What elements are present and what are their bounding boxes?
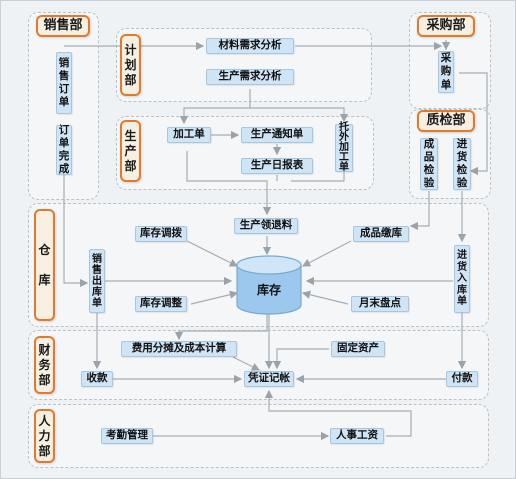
dept-quality: 质检部 — [417, 110, 475, 132]
node-order-complete: 订单完成 — [56, 124, 72, 175]
node-payment: 付款 — [446, 371, 478, 387]
arrow-inv-cost — [174, 313, 268, 341]
node-attendance: 考勤管理 — [101, 428, 153, 444]
node-production-pick-return: 生产领退料 — [234, 218, 298, 234]
node-inventory: 库存 — [256, 283, 281, 297]
node-purchase-order: 采购单 — [438, 51, 454, 93]
node-material-analysis: 材料需求分析 — [206, 38, 294, 54]
node-production-analysis: 生产需求分析 — [206, 69, 294, 85]
node-cost-allocation: 费用分摊及成本计算 — [121, 341, 237, 357]
node-sales-outbound: 销售出库单 — [89, 249, 105, 313]
arrow-outsource-pickreturn — [291, 171, 345, 182]
arrow-prodanalysis-prod — [179, 89, 251, 125]
dept-warehouse: 仓库 — [34, 209, 55, 321]
node-payroll: 人事工资 — [330, 428, 384, 444]
dept-hr: 人力部 — [34, 409, 55, 463]
arrow-prod-pickreturn — [186, 151, 272, 216]
dept-finance: 财务部 — [34, 336, 55, 394]
node-inventory-adjust: 库存调整 — [135, 296, 187, 312]
inventory-cylinder — [236, 255, 302, 315]
arrow-monthend-inv — [301, 290, 349, 305]
node-month-end-count: 月末盘点 — [351, 296, 409, 312]
arrow-fixed-voucher — [272, 348, 329, 370]
arrow-cost-voucher — [232, 356, 261, 371]
arrow-prodanalysis-outsource — [250, 107, 349, 123]
node-processing-order: 加工单 — [167, 127, 211, 143]
node-voucher: 凭证记帐 — [244, 371, 294, 387]
node-production-notice: 生产通知单 — [241, 127, 313, 143]
node-inventory-transfer: 库存调拨 — [135, 226, 187, 242]
node-outsourcing-order: 托外加工单 — [335, 123, 353, 173]
node-incoming-inspection: 进货检验 — [453, 138, 471, 190]
arrow-po-incoming — [459, 72, 488, 176]
arrow-inspect-fgr — [409, 191, 430, 231]
arrow-ordercomplete-outbound — [63, 151, 89, 288]
node-finished-goods-receipt: 成品缴库 — [353, 226, 409, 242]
node-receipt: 收款 — [81, 371, 113, 387]
arrow-fgr-inv — [301, 240, 352, 267]
arrow-transfer-inv — [186, 240, 239, 267]
dept-sales: 销售部 — [36, 15, 90, 37]
node-sales-order: 销售订单 — [56, 52, 72, 114]
node-fixed-assets: 固定资产 — [331, 341, 385, 357]
node-product-inspection: 成品检验 — [420, 138, 438, 190]
dept-planning: 计划部 — [120, 34, 141, 96]
arrow-adjust-inv — [190, 290, 239, 305]
node-production-daily: 生产日报表 — [241, 158, 313, 174]
dept-procurement: 采购部 — [417, 15, 475, 37]
arrow-payroll-voucher — [264, 389, 412, 437]
node-incoming-inbound: 进货入库单 — [454, 245, 470, 313]
dept-production: 生产部 — [120, 120, 141, 182]
